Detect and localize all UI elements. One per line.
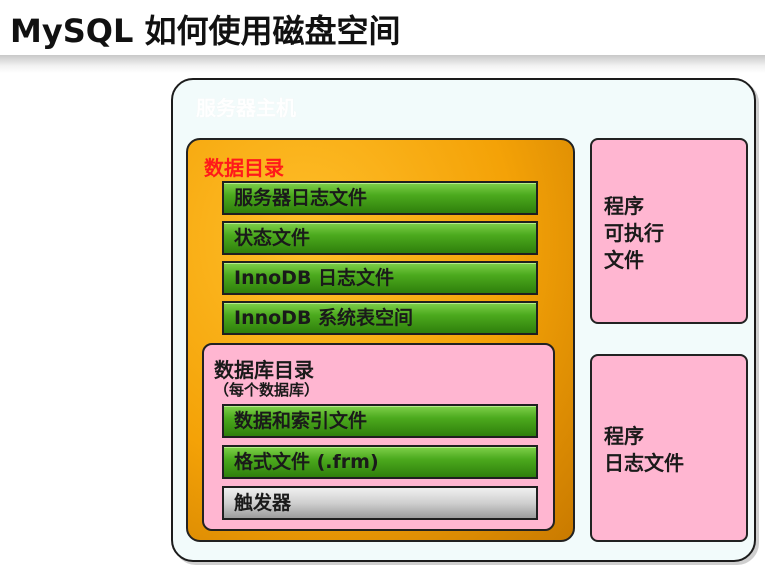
program-executables-line-1: 程序 xyxy=(604,194,644,218)
database-directory-sublabel: （每个数据库） xyxy=(214,381,320,399)
database-directory-label: 数据库目录 xyxy=(214,358,314,382)
program-executables-label: 程序 可执行 文件 xyxy=(604,193,664,274)
title-divider xyxy=(0,55,765,73)
program-executables-line-2: 可执行 xyxy=(604,221,664,245)
server-log-files-bar: 服务器日志文件 xyxy=(222,181,538,215)
server-host-label: 服务器主机 xyxy=(196,96,296,120)
format-files-bar: 格式文件 (.frm) xyxy=(222,445,538,479)
status-files-bar: 状态文件 xyxy=(222,221,538,255)
program-executables-line-3: 文件 xyxy=(604,248,644,272)
program-logs-line-2: 日志文件 xyxy=(604,451,684,475)
data-index-files-bar: 数据和索引文件 xyxy=(222,404,538,438)
program-logs-label: 程序 日志文件 xyxy=(604,423,684,477)
program-logs-line-1: 程序 xyxy=(604,424,644,448)
innodb-system-tablespace-bar: InnoDB 系统表空间 xyxy=(222,301,538,335)
triggers-bar: 触发器 xyxy=(222,486,538,520)
page-title: MySQL 如何使用磁盘空间 xyxy=(10,12,401,50)
program-logs-box xyxy=(590,354,748,542)
innodb-log-files-bar: InnoDB 日志文件 xyxy=(222,261,538,295)
program-executables-box xyxy=(590,138,748,324)
data-directory-label: 数据目录 xyxy=(204,156,284,180)
